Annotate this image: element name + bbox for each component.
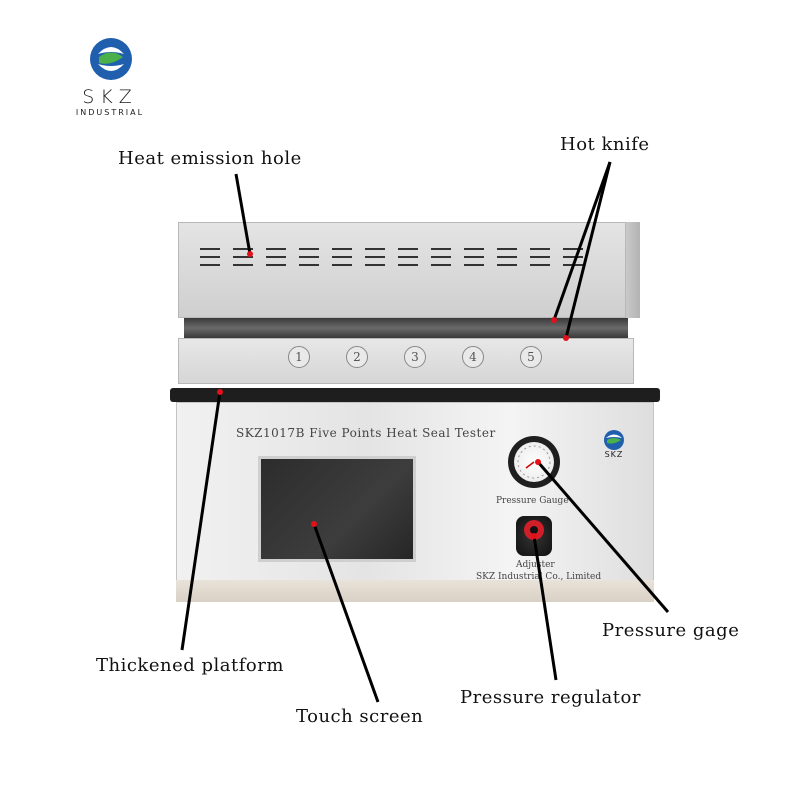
brand-name: SKZ xyxy=(82,86,138,108)
skz-logo-icon xyxy=(90,38,132,80)
vent-slot xyxy=(365,248,385,250)
vent-slot xyxy=(563,256,583,258)
vent-slot xyxy=(464,256,484,258)
upper-heating-head xyxy=(178,222,626,318)
regulator-marker xyxy=(531,533,537,539)
touch-screen-leader xyxy=(312,523,380,703)
vent-slot xyxy=(431,248,451,250)
seal-position-5: 5 xyxy=(520,346,542,368)
touch-screen-label: Touch screen xyxy=(296,706,424,727)
brand-logo: SKZ INDUSTRIAL xyxy=(60,36,160,117)
vent-slot xyxy=(497,248,517,250)
heat-hole-leader xyxy=(234,173,252,255)
vent-slot xyxy=(332,256,352,258)
hot-knife-label: Hot knife xyxy=(560,134,650,155)
vent-slot xyxy=(398,256,418,258)
pressure-gage-label: Pressure gage xyxy=(602,620,740,641)
heat-emission-hole-label: Heat emission hole xyxy=(118,148,302,169)
vent-slot xyxy=(398,248,418,250)
vent-slot xyxy=(200,248,220,250)
seal-position-4: 4 xyxy=(462,346,484,368)
vent-slot xyxy=(431,264,451,266)
hot-knife-leader-2 xyxy=(564,161,612,339)
vent-slot xyxy=(530,256,550,258)
platform-marker xyxy=(217,389,223,395)
maker-label: SKZ Industrial Co., Limited xyxy=(476,572,602,582)
hot-knife-marker-2 xyxy=(563,335,569,341)
vent-slot xyxy=(563,248,583,250)
regulator-leader xyxy=(532,535,558,681)
upper-head-side-panel xyxy=(626,222,640,318)
cabinet-base-reflection xyxy=(176,580,654,602)
panel-logo-text: SKZ xyxy=(604,450,624,459)
vent-slot xyxy=(233,256,253,258)
hot-knife-marker-1 xyxy=(551,317,557,323)
model-label: SKZ1017B Five Points Heat Seal Tester xyxy=(236,426,496,440)
vent-slot xyxy=(266,248,286,250)
brand-tagline: INDUSTRIAL xyxy=(75,108,145,117)
vent-slot xyxy=(299,264,319,266)
vent-slot xyxy=(365,256,385,258)
vent-slot xyxy=(233,248,253,250)
vent-slot xyxy=(398,264,418,266)
seal-position-2: 2 xyxy=(346,346,368,368)
gauge-face xyxy=(514,442,554,482)
gauge-label: Pressure Gauge xyxy=(496,496,569,506)
heat-hole-marker xyxy=(247,251,253,257)
vent-slot xyxy=(497,264,517,266)
thickened-platform xyxy=(170,388,660,402)
vent-slot xyxy=(200,264,220,266)
touch-screen xyxy=(258,456,416,562)
hot-knife-leader-1 xyxy=(552,161,612,321)
pressure-gage-marker xyxy=(535,459,541,465)
vent-slot xyxy=(266,256,286,258)
vent-slot xyxy=(332,248,352,250)
platform-leader xyxy=(180,391,222,651)
vent-slot xyxy=(299,256,319,258)
vent-slot xyxy=(530,248,550,250)
vent-slot xyxy=(200,256,220,258)
vent-slot xyxy=(497,256,517,258)
vent-slot xyxy=(365,264,385,266)
hot-knife-gap xyxy=(184,318,628,338)
vent-slot xyxy=(464,248,484,250)
pressure-gage-leader xyxy=(536,461,670,613)
touch-screen-marker xyxy=(311,521,317,527)
seal-position-1: 1 xyxy=(288,346,310,368)
seal-position-3: 3 xyxy=(404,346,426,368)
vent-slot xyxy=(266,264,286,266)
vent-slot xyxy=(299,248,319,250)
adjuster-label: Adjuster xyxy=(516,560,555,570)
vent-slot xyxy=(332,264,352,266)
knob-core xyxy=(530,526,538,534)
thickened-platform-label: Thickened platform xyxy=(96,655,284,676)
vent-slot xyxy=(233,264,253,266)
pressure-regulator-label: Pressure regulator xyxy=(460,687,641,708)
vent-slot xyxy=(431,256,451,258)
gauge-dial-icon xyxy=(517,445,551,479)
panel-logo-icon xyxy=(604,430,624,450)
vent-slot xyxy=(464,264,484,266)
vent-slot xyxy=(530,264,550,266)
